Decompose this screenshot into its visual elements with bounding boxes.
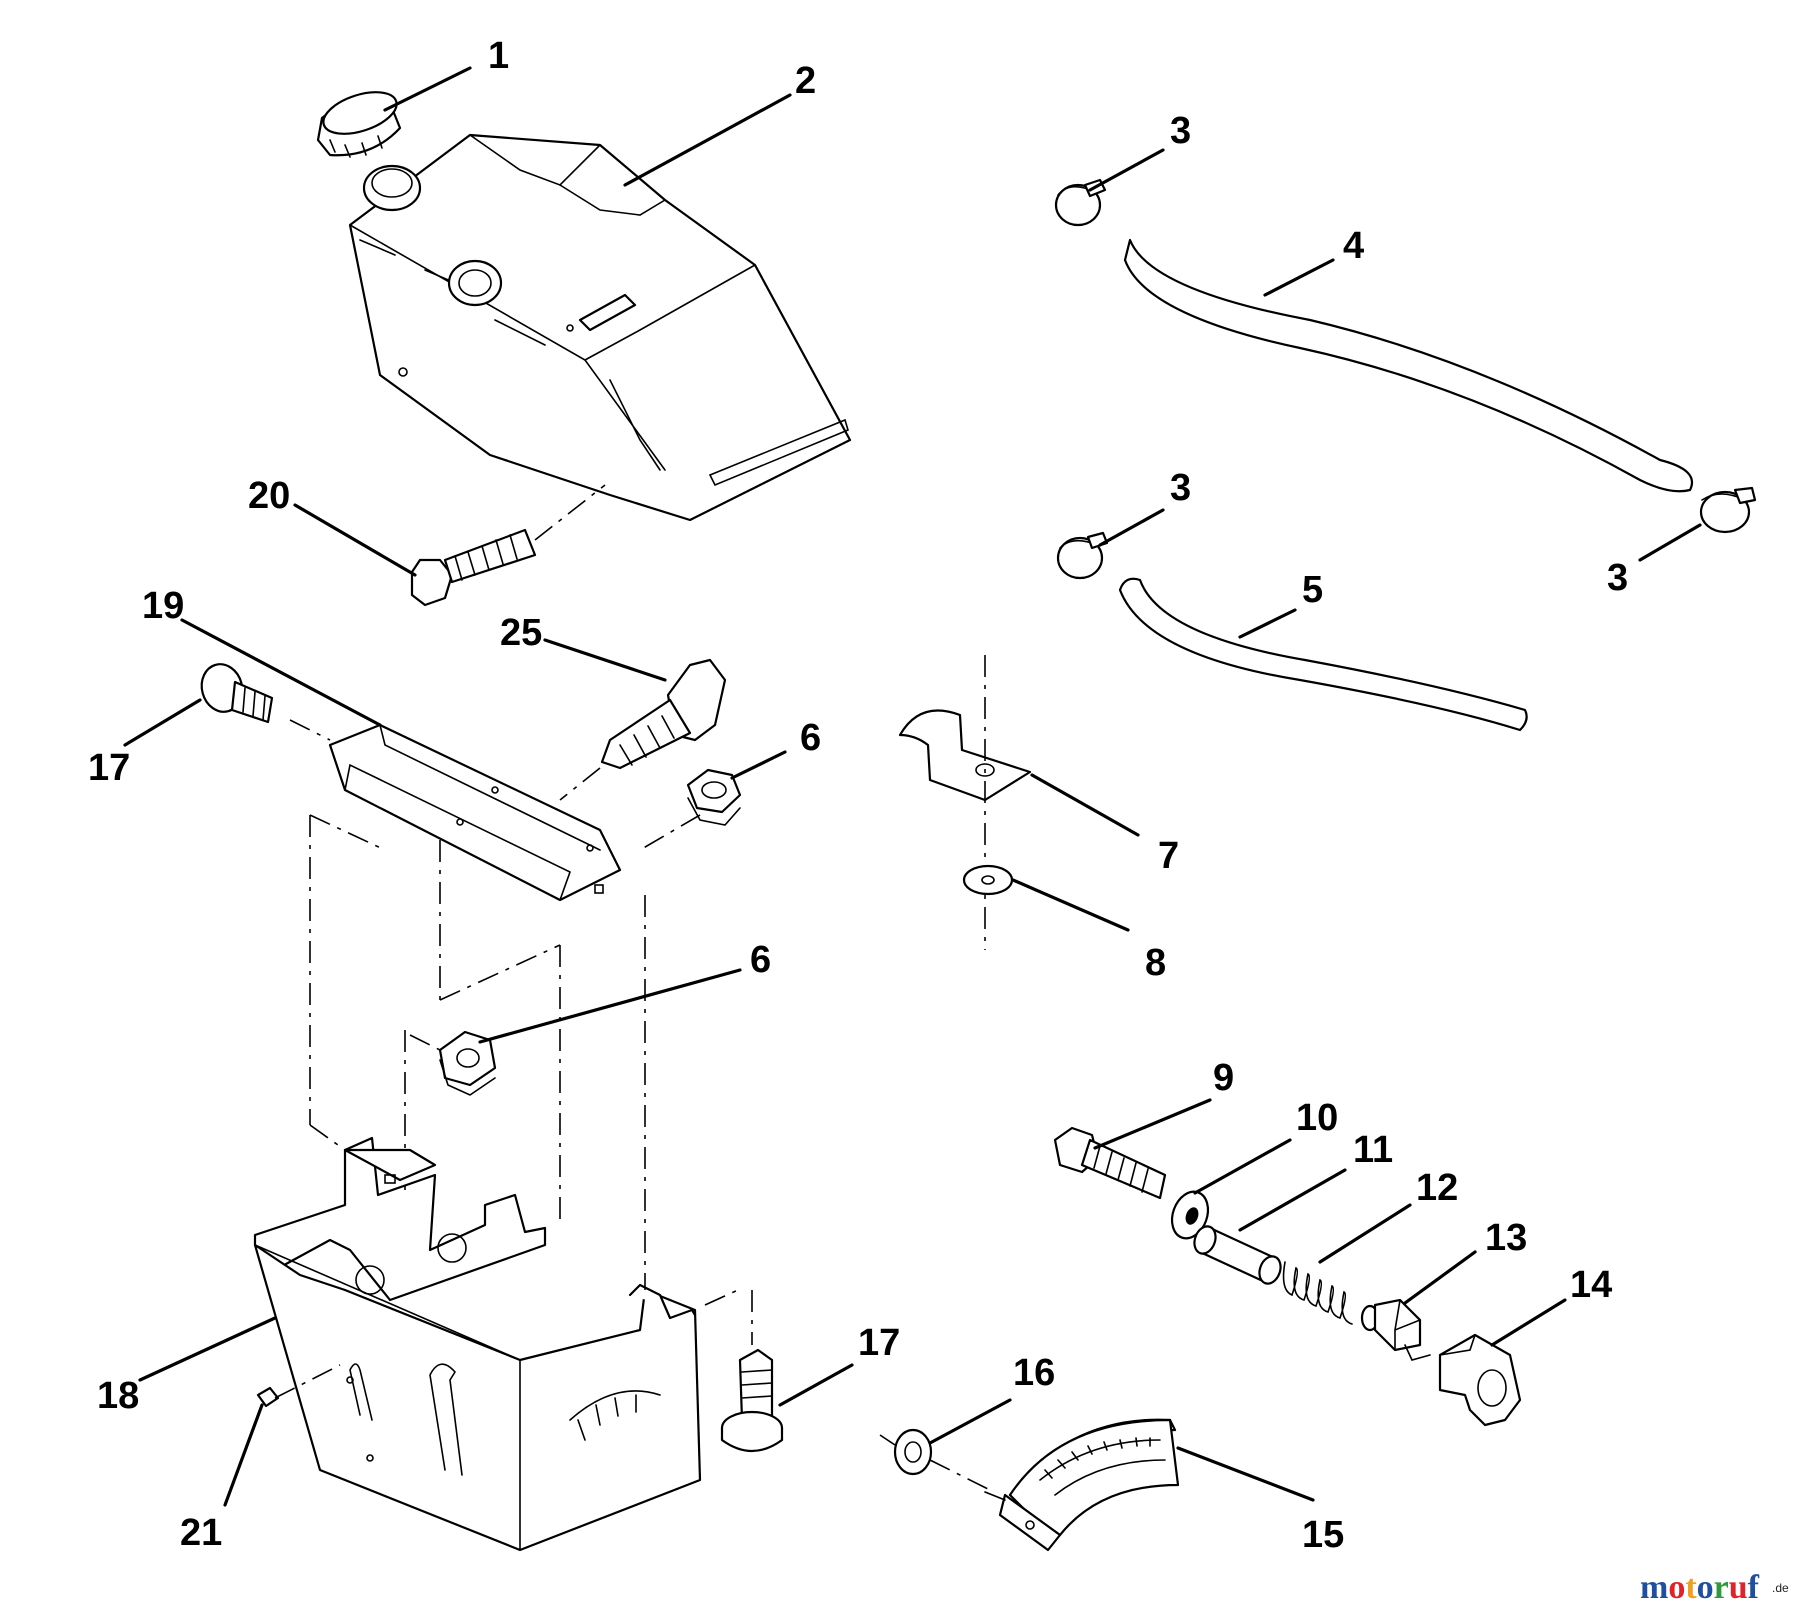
mounting-bracket — [289, 719, 622, 902]
callout-7: 7 — [1158, 835, 1179, 877]
callout-4: 4 — [1343, 225, 1364, 267]
wm-letter-4: r — [1714, 1569, 1729, 1606]
wm-letter-0: m — [1640, 1569, 1668, 1606]
callout-12: 12 — [1416, 1167, 1458, 1209]
fuel-cap — [316, 91, 402, 158]
callout-2: 2 — [795, 60, 816, 102]
tank-screw — [410, 484, 606, 607]
callout-17-lower: 17 — [858, 1322, 900, 1364]
fuel-clamp-upper-left — [1054, 178, 1107, 227]
panel-clip — [256, 1364, 341, 1408]
callout-14: 14 — [1570, 1264, 1612, 1306]
shoulder-screw-upper — [200, 663, 274, 724]
fuel-tank — [348, 133, 852, 522]
lever-knob — [1438, 1333, 1522, 1427]
fuel-clamp-lower — [1056, 531, 1109, 580]
callout-10: 10 — [1296, 1097, 1338, 1139]
lock-nut-lower — [409, 1030, 497, 1096]
washer-small — [962, 864, 1014, 896]
wm-letter-2: t — [1685, 1569, 1697, 1606]
fuel-clamp-upper-right — [1699, 486, 1757, 534]
spacer-tube — [1193, 1225, 1282, 1285]
fuel-line-upper — [1123, 238, 1693, 493]
callout-6-lower: 6 — [750, 939, 771, 981]
lock-nut-upper — [639, 768, 742, 851]
callout-15: 15 — [1302, 1514, 1344, 1556]
callout-16: 16 — [1013, 1352, 1055, 1394]
height-indicator-plate — [984, 1418, 1180, 1552]
callout-3-middle: 3 — [1170, 467, 1191, 509]
callout-19: 19 — [142, 585, 184, 627]
wm-letter-1: o — [1668, 1569, 1685, 1606]
wm-letter-3: o — [1697, 1569, 1714, 1606]
svg-text:motoruf: motoruf — [1640, 1569, 1760, 1606]
callout-17-upper: 17 — [88, 747, 130, 789]
pivot-bolt — [559, 658, 727, 801]
wm-letter-5: u — [1729, 1569, 1748, 1606]
watermark-tld: .de — [1772, 1581, 1789, 1595]
flange-nut — [879, 1428, 991, 1491]
flat-washer — [1170, 1190, 1210, 1240]
callout-11: 11 — [1353, 1129, 1393, 1171]
callout-9: 9 — [1213, 1057, 1234, 1099]
callout-1: 1 — [488, 35, 509, 77]
callout-3-top: 3 — [1170, 110, 1191, 152]
callout-8: 8 — [1145, 942, 1166, 984]
callout-25: 25 — [500, 612, 542, 654]
callout-labels: 1 2 3 3 3 4 5 6 6 7 8 9 10 11 12 13 14 1… — [88, 35, 1628, 1556]
fuel-line-clip — [898, 655, 1032, 950]
spring-retainer — [1360, 1298, 1431, 1361]
dash-panel — [253, 814, 702, 1552]
watermark-logo: motoruf .de — [1640, 1569, 1789, 1606]
compression-spring — [1282, 1261, 1353, 1325]
callout-21: 21 — [180, 1512, 222, 1554]
hex-bolt — [1053, 1126, 1167, 1200]
callout-5: 5 — [1302, 569, 1323, 611]
callout-13: 13 — [1485, 1217, 1527, 1259]
leader-lines — [123, 66, 1702, 1507]
callout-6-upper: 6 — [800, 717, 821, 759]
callout-18: 18 — [97, 1375, 139, 1417]
callout-3-right: 3 — [1607, 557, 1628, 599]
callout-20: 20 — [248, 475, 290, 517]
fuel-line-lower — [1118, 577, 1528, 732]
wm-letter-6: f — [1748, 1569, 1760, 1606]
shoulder-screw-lower — [704, 1289, 784, 1452]
